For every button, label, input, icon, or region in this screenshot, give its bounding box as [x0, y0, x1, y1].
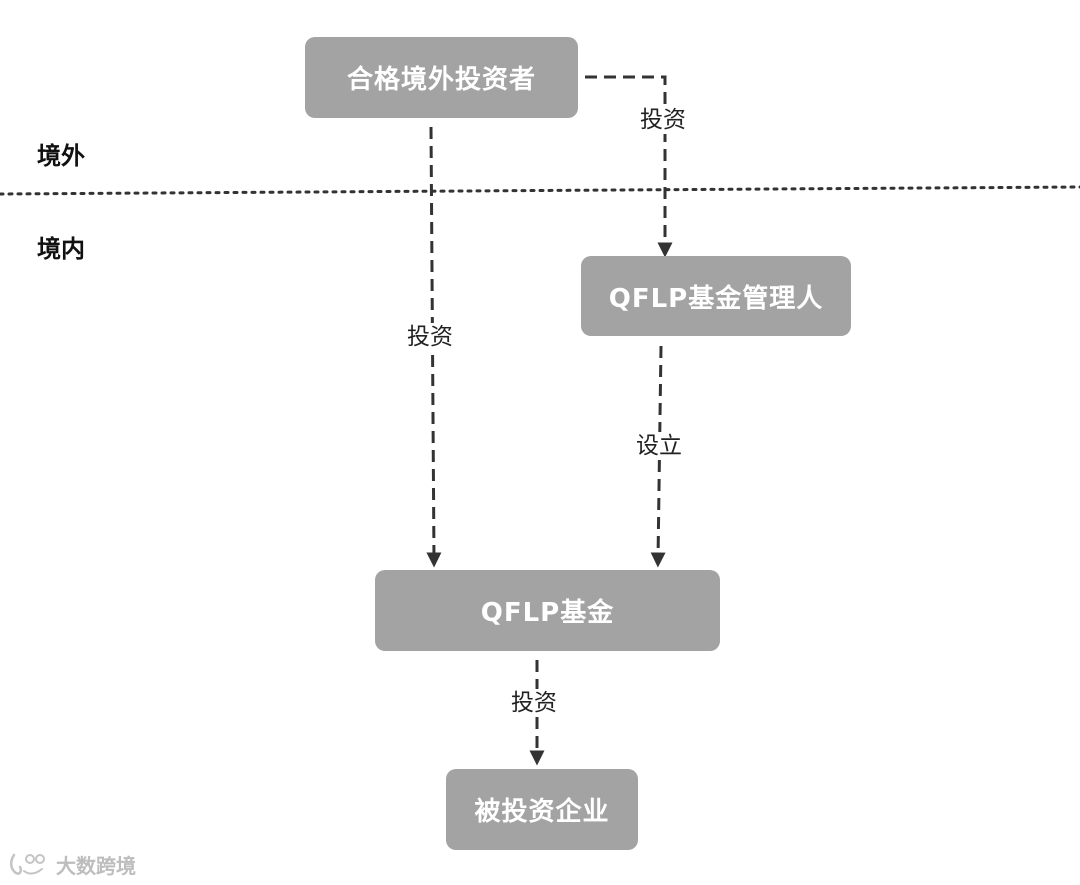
edge-manager-to-fund: [650, 345, 666, 568]
qflp-fund-node: QFLP基金: [375, 570, 720, 651]
onshore-label: 境内: [37, 235, 85, 263]
edge-investor-to-manager: [585, 75, 673, 258]
edge-label-investor-to-fund: 投资: [405, 323, 455, 351]
offshore-label: 境外: [37, 142, 85, 170]
watermark-text: 大数跨境: [56, 853, 136, 878]
edge-label-fund-to-company: 投资: [509, 689, 559, 717]
edge-label-investor-to-manager: 投资: [638, 106, 688, 134]
qualified-foreign-investor-node: 合格境外投资者: [305, 37, 578, 118]
investee-company-node: 被投资企业: [446, 769, 638, 850]
edge-label-manager-to-fund: 设立: [634, 432, 684, 460]
watermark: 大数跨境: [8, 848, 136, 880]
watermark-logo-icon: [10, 853, 45, 875]
qflp-fund-manager-node: QFLP基金管理人: [581, 256, 851, 336]
border-divider-line: [0, 185, 1080, 196]
